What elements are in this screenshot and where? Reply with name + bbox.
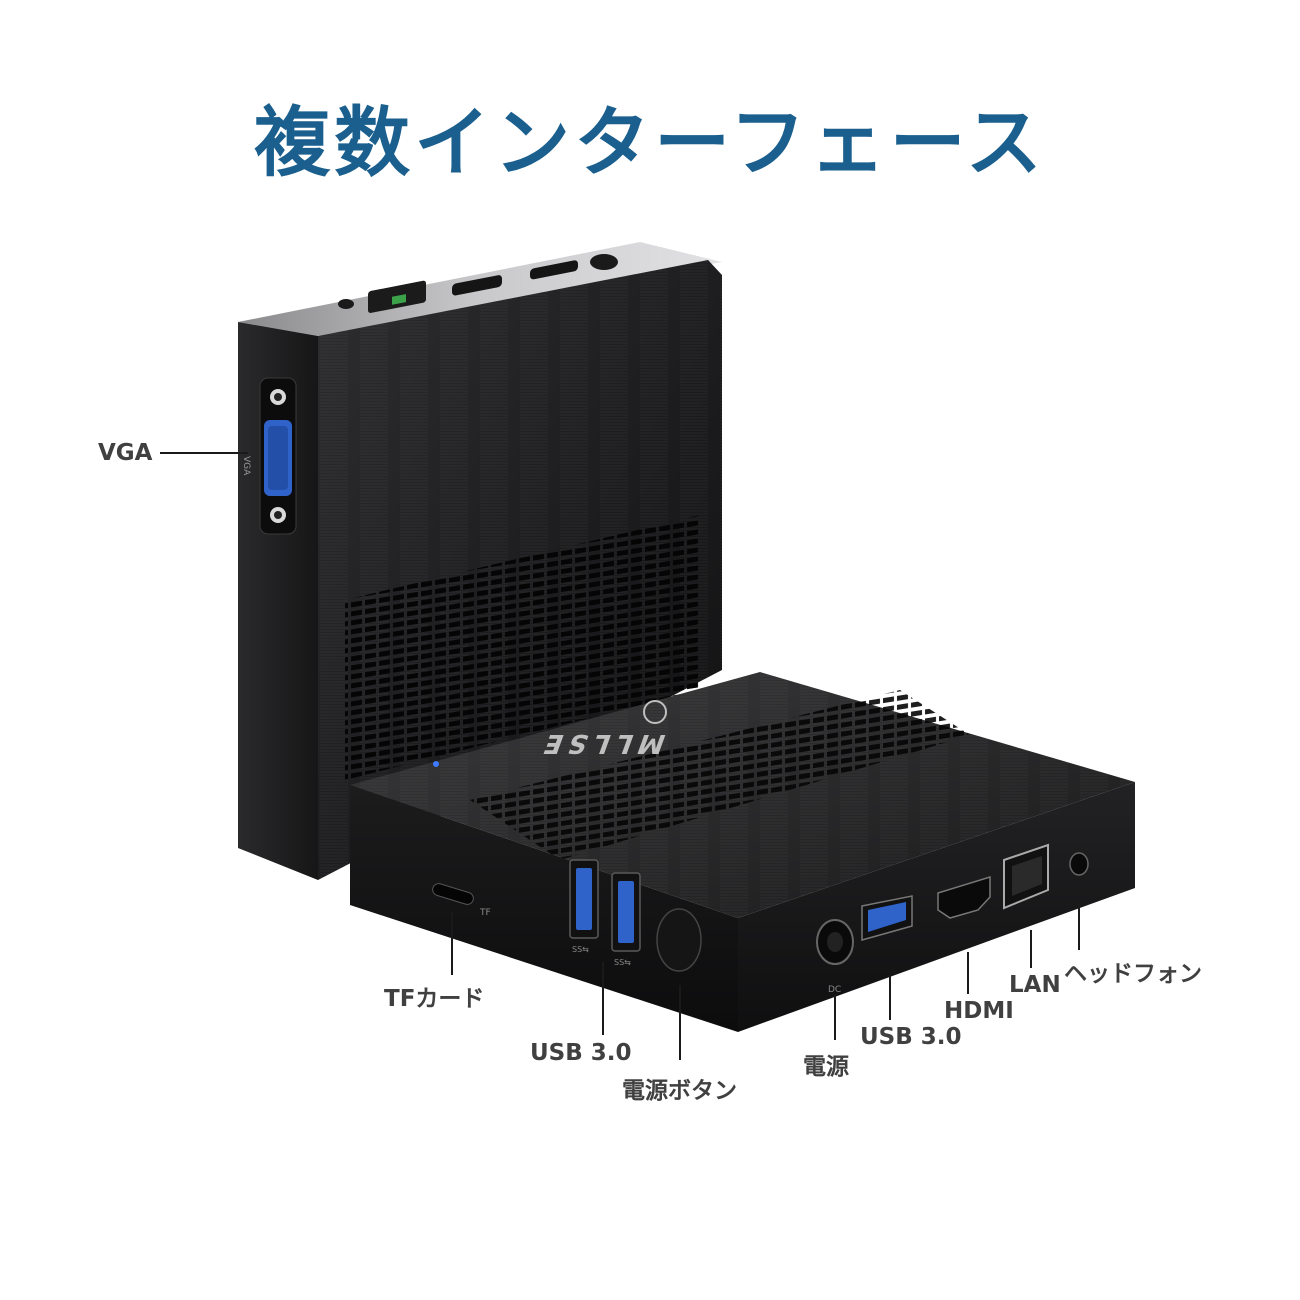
tf-card-slot: TF: [432, 883, 491, 918]
lying-right-panel: [738, 782, 1135, 1032]
lying-front-panel: [350, 785, 738, 1032]
top-port-dc: [590, 254, 618, 270]
lying-mini-pc: MLLSE TF SS⇆ SS⇆ DC: [350, 672, 1135, 1032]
standing-side-panel: [238, 322, 318, 880]
standing-vent-grille: [345, 515, 700, 780]
usb-port-front-2: SS⇆: [611, 872, 641, 967]
usb-port-side: [861, 895, 913, 941]
label-tf-card: TFカード: [384, 986, 485, 1012]
lying-vent-grille: [470, 690, 970, 860]
label-lan: LAN: [1009, 972, 1061, 998]
power-button: [656, 908, 702, 972]
usb-port-mark-1: SS⇆: [572, 945, 589, 954]
headphone-jack: [1069, 852, 1089, 876]
label-power: 電源: [803, 1054, 849, 1080]
callout-lines: [160, 452, 1080, 1060]
tf-port-mark: TF: [479, 908, 491, 918]
top-port-hdmi: [452, 275, 502, 296]
label-power-button: 電源ボタン: [622, 1078, 737, 1104]
label-usb-left: USB 3.0: [530, 1040, 632, 1066]
label-headphone: ヘッドフォン: [1064, 961, 1202, 987]
dc-power-port: DC: [816, 919, 854, 995]
page-title: 複数インターフェース: [254, 97, 1046, 187]
top-port-audio: [338, 299, 354, 309]
label-usb-right: USB 3.0: [860, 1024, 962, 1050]
usb-port-mark-2: SS⇆: [614, 958, 631, 967]
dc-port-mark: DC: [828, 985, 841, 995]
lan-port: [1003, 843, 1049, 910]
standing-mini-pc: VGA: [238, 242, 722, 880]
power-led: [433, 761, 439, 767]
top-port-usb-c: [530, 260, 578, 280]
brand-logo-icon: [643, 700, 667, 724]
brand-logo: MLLSE: [534, 728, 670, 758]
usb-port-front-1: SS⇆: [569, 859, 599, 954]
label-hdmi: HDMI: [944, 998, 1014, 1024]
vga-port-mark: VGA: [241, 456, 251, 476]
hdmi-port: [937, 875, 991, 919]
label-vga: VGA: [98, 440, 153, 466]
vga-port: VGA: [241, 377, 297, 535]
